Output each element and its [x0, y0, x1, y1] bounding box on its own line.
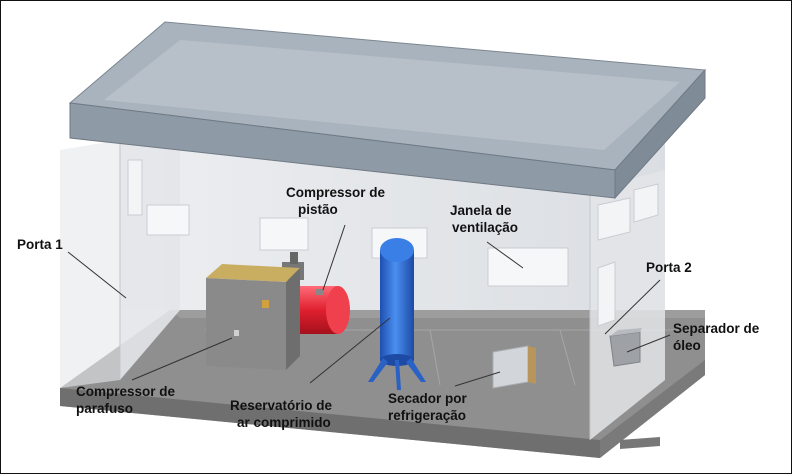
label-reservatorio-2: ar comprimido — [237, 415, 331, 430]
label-porta-2: Porta 2 — [646, 260, 692, 275]
oil-separator — [609, 328, 642, 367]
label-compressor-pistao-2: pistão — [298, 202, 338, 217]
ventilation-windows — [127, 159, 659, 327]
roof — [68, 21, 707, 200]
label-compressor-pistao-1: Compressor de — [286, 185, 386, 200]
screw-compressor — [206, 264, 300, 370]
label-porta-1: Porta 1 — [17, 237, 63, 252]
leader-lines — [67, 224, 671, 387]
label-secador-1: Secador por — [388, 391, 468, 406]
label-janela-2: ventilação — [452, 220, 518, 235]
label-separador-1: Separador de — [673, 321, 760, 336]
label-janela-1: Janela de — [450, 203, 512, 218]
labels: Porta 1 Compressor de pistão Janela de v… — [17, 185, 760, 430]
label-secador-2: refrigeração — [388, 408, 466, 423]
label-separador-2: óleo — [673, 338, 701, 353]
label-reservatorio-1: Reservatório de — [230, 398, 333, 413]
refrigeration-dryer — [492, 345, 536, 389]
air-reservoir — [368, 238, 426, 390]
label-compressor-parafuso-2: parafuso — [76, 401, 133, 416]
label-compressor-parafuso-1: Compressor de — [76, 384, 176, 399]
